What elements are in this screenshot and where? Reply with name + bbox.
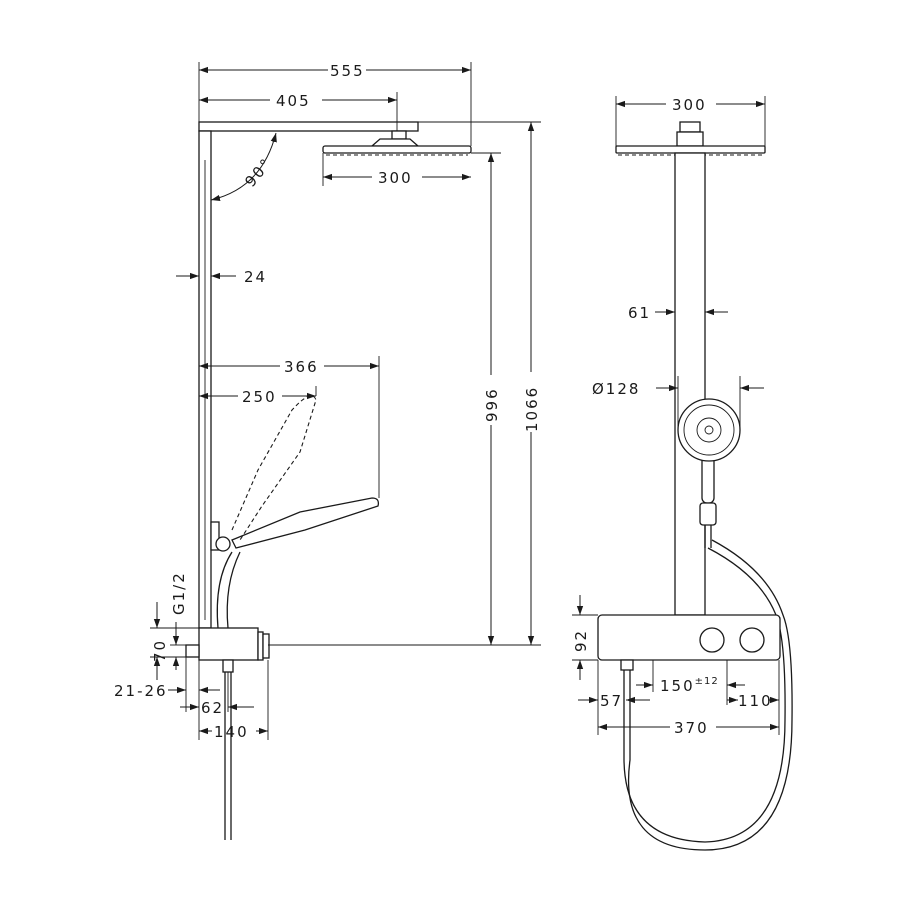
dim-g12: G1/2 bbox=[170, 571, 188, 615]
dim-61: 61 bbox=[628, 304, 651, 322]
dim-555: 555 bbox=[330, 62, 365, 80]
dim-24: 24 bbox=[244, 268, 267, 286]
dim-140: 140 bbox=[214, 723, 249, 741]
dim-110: 110 bbox=[738, 692, 773, 710]
dim-300-front: 300 bbox=[672, 96, 707, 114]
overhead-shower-front bbox=[615, 145, 766, 154]
dim-62: 62 bbox=[201, 699, 224, 717]
dim-70: 70 bbox=[151, 639, 169, 662]
side-view: 555 405 300 90° 24 366 250 996 1066 bbox=[114, 62, 541, 840]
thermostat-mixer bbox=[597, 614, 781, 661]
dim-150-value: 150 bbox=[660, 677, 695, 695]
shower-arm bbox=[198, 121, 419, 132]
dim-405: 405 bbox=[276, 92, 311, 110]
dim-370: 370 bbox=[674, 719, 709, 737]
dim-angle: 90° bbox=[241, 154, 276, 191]
dim-150: 150±12 bbox=[660, 676, 719, 695]
front-view: 300 61 Ø128 92 150±12 57 110 370 bbox=[572, 96, 793, 851]
dim-21-26: 21-26 bbox=[114, 682, 168, 700]
dim-57: 57 bbox=[600, 692, 623, 710]
hand-shower-front bbox=[677, 398, 741, 462]
dim-250: 250 bbox=[242, 388, 277, 406]
dim-d128: Ø128 bbox=[592, 380, 640, 398]
dim-300-side: 300 bbox=[378, 169, 413, 187]
dim-150-tolerance: ±12 bbox=[695, 676, 719, 687]
flow-knob bbox=[739, 627, 765, 653]
overhead-shower bbox=[322, 145, 472, 154]
mixer-body bbox=[198, 627, 259, 661]
dim-1066: 1066 bbox=[523, 386, 541, 432]
dim-92: 92 bbox=[572, 629, 590, 652]
dim-366: 366 bbox=[284, 358, 319, 376]
dim-996: 996 bbox=[483, 387, 501, 422]
hand-shower bbox=[231, 497, 380, 549]
temperature-knob bbox=[699, 627, 725, 653]
riser-front bbox=[674, 152, 706, 616]
